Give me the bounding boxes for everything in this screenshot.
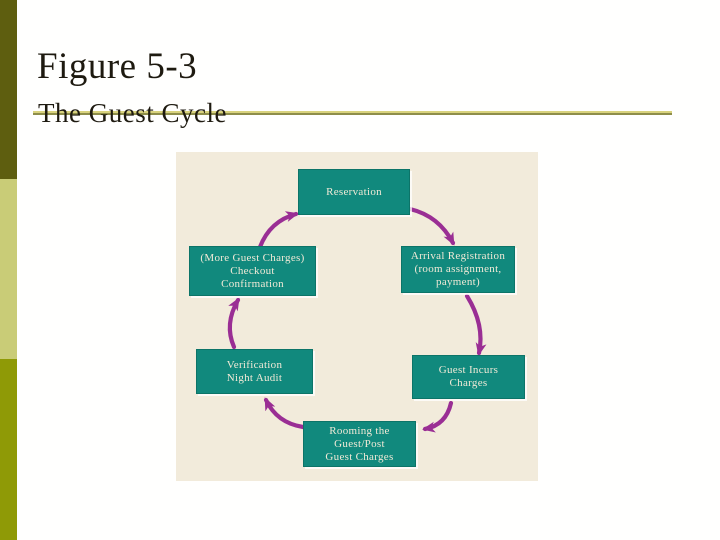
node-checkout-confirmation: (More Guest Charges) Checkout Confirmati…	[189, 246, 316, 296]
accent-bar-middle-segment	[0, 179, 17, 359]
node-rooming-the-guest: Rooming the Guest/Post Guest Charges	[303, 421, 416, 467]
node-label-line: (More Guest Charges)	[200, 251, 305, 264]
node-label-line: Arrival Registration	[410, 250, 506, 262]
accent-bar-top-segment	[0, 0, 17, 179]
node-label-line: Checkout	[230, 264, 275, 277]
node-guest-incurs-charges: Guest Incurs Charges	[412, 355, 525, 399]
node-label-line: payment)	[436, 276, 480, 288]
arrow-verification-to-checkout	[227, 297, 241, 350]
node-label-line: Reservation	[326, 185, 382, 198]
left-accent-bar	[0, 0, 17, 540]
arrow-checkout-to-reservation	[257, 211, 299, 250]
cycle-arrows	[227, 206, 487, 433]
arrow-guest-incurs-to-rooming	[422, 400, 454, 433]
arrow-rooming-to-verification	[263, 397, 306, 430]
title-underline	[33, 111, 672, 115]
node-label-line: Night Audit	[226, 371, 283, 384]
node-arrival-registration: Arrival Registration (room assignment, p…	[401, 246, 515, 293]
page-title: Figure 5-3	[37, 46, 198, 87]
accent-bar-bottom-segment	[0, 359, 17, 540]
node-label-line: (room assignment,	[414, 263, 502, 275]
node-label-line: Verification	[226, 358, 283, 371]
node-reservation: Reservation	[298, 169, 410, 215]
arrow-reservation-to-arrival	[407, 206, 456, 246]
guest-cycle-diagram: Reservation Arrival Registration (room a…	[176, 152, 538, 481]
node-label-line: Charges	[449, 377, 488, 389]
node-label-line: Guest Charges	[325, 450, 394, 463]
node-label-line: Confirmation	[221, 277, 284, 290]
node-label-line: Guest/Post	[334, 437, 385, 450]
page-subtitle: The Guest Cycle	[38, 98, 227, 128]
node-verification-night-audit: Verification Night Audit	[196, 349, 313, 394]
arrow-arrival-to-guest-incurs	[464, 293, 487, 356]
node-label-line: Guest Incurs	[438, 364, 499, 376]
node-label-line: Rooming the	[329, 424, 390, 437]
